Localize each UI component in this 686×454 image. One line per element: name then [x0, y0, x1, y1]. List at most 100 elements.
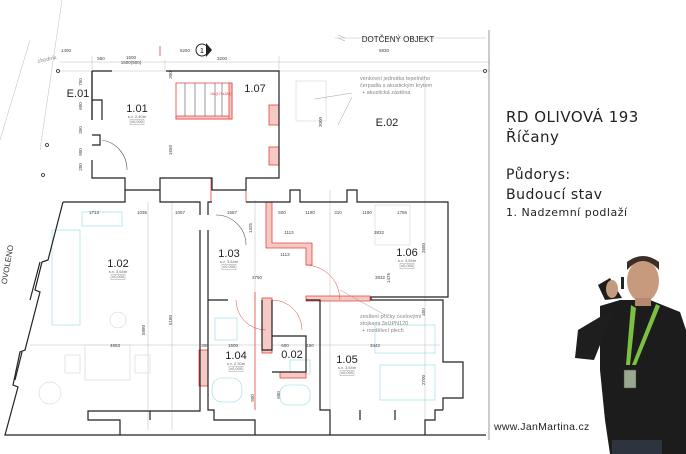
dimension-label: 2700	[421, 374, 426, 385]
drawing-type: Půdorys:	[506, 167, 571, 183]
room-level: ±0,000	[112, 274, 125, 279]
room-label-1.02: 1.02	[107, 258, 128, 270]
room-label-1.07: 1.07	[244, 83, 265, 95]
dimension-label: 1500	[228, 343, 239, 348]
new-construction	[159, 46, 371, 410]
dimension-label: 600	[78, 102, 83, 110]
drawing-state: Budoucí stav	[506, 187, 603, 203]
neighbour-label: DOTČENÝ OBJEKT	[362, 35, 435, 44]
dimension-label: 1325	[248, 222, 253, 233]
dimension-label: 200	[78, 163, 83, 171]
dimension-label: 3442	[370, 343, 381, 348]
dimension-label: 1475	[386, 272, 391, 283]
level-box	[221, 264, 237, 270]
dimension-label: 1587	[227, 210, 238, 215]
room-level: ±0,000	[131, 119, 144, 124]
website-link[interactable]: www.JanMartina.cz	[494, 421, 590, 433]
dimension-label: 1500(500)	[121, 60, 142, 65]
dimension-label: 550	[97, 56, 105, 61]
dimension-label: 1036	[137, 210, 148, 215]
room-labels: E.011.01s.v. 2,40m±0,0001.07E.021.02s.v.…	[67, 83, 418, 376]
room-level: ±0,000	[341, 370, 354, 375]
dimension-label: 300	[168, 71, 173, 79]
dimension-label: 300	[201, 343, 209, 348]
room-level: ±0,000	[401, 263, 414, 268]
dimension-label: 5250	[180, 48, 191, 53]
room-height: s.v. 3,54m	[109, 269, 128, 274]
note-line: stojkami 3xUPN120	[360, 321, 408, 327]
room-height: s.v. 3,54m	[398, 258, 417, 263]
door-swings	[235, 264, 341, 331]
note-line: + rozdělecí plech	[362, 328, 404, 334]
furniture	[51, 211, 436, 406]
room-label-E.02: E.02	[376, 117, 399, 129]
walls	[4, 70, 486, 436]
dimension-label: 750	[78, 78, 83, 86]
svg-text:1: 1	[200, 48, 204, 55]
room-height: s.v. 3,54m	[338, 365, 357, 370]
furniture-outline	[38, 80, 411, 405]
dimension-label: 1400	[61, 48, 72, 53]
room-label-1.01: 1.01	[126, 103, 147, 115]
dimension-label: 1650	[168, 144, 173, 155]
project-town: Říčany	[506, 128, 560, 146]
note-line: zesílení příčky ocelovými	[360, 314, 421, 320]
project-title: RD OLIVOVÁ 193	[506, 108, 639, 126]
note-line: + akustická zástěna	[362, 90, 411, 96]
dimension-label: 1113	[280, 252, 290, 257]
dimension-label: 5830	[379, 48, 390, 53]
note-line: čerpadla s akustickým krytem	[360, 83, 433, 89]
note-line: venkovní jednotka tepelného	[360, 76, 430, 82]
room-label-1.05: 1.05	[336, 354, 357, 366]
dimension-label: 3832	[374, 230, 385, 235]
dimension-label: 1057	[175, 210, 186, 215]
dimension-label: 1500	[126, 55, 137, 60]
dimension-label: 1190	[305, 210, 315, 215]
room-label-E.01: E.01	[67, 88, 90, 100]
dimension-label: 1190	[362, 210, 372, 215]
level-box	[110, 274, 126, 280]
room-height: s.v. 2,40m	[128, 114, 147, 119]
note-leaders	[314, 92, 386, 316]
dimension-label: 1713	[89, 210, 100, 215]
street-label: OVOLENO	[0, 244, 15, 285]
room-label-1.06: 1.06	[396, 247, 417, 259]
level-box	[228, 366, 244, 372]
dimension-label: 3832	[375, 275, 386, 280]
dimension-label: 1113	[284, 230, 294, 235]
stair-label: 16x(170x280)	[210, 92, 231, 96]
room-level: ±0,000	[223, 264, 236, 269]
level-box	[129, 119, 145, 125]
dimension-label: 600	[281, 343, 289, 348]
dimension-label: 5180	[168, 314, 173, 325]
sidewalk-label: chodník	[37, 55, 57, 65]
dimension-label: 350	[78, 126, 83, 134]
room-level: ±0,000	[230, 366, 243, 371]
dimension-label: 600	[276, 391, 281, 399]
dimension-label: 500	[278, 210, 286, 215]
level-box	[339, 370, 355, 376]
room-label-0.02: 0.02	[281, 349, 302, 361]
dimension-label: 4653	[110, 343, 121, 348]
dimension-label: 3000	[318, 116, 323, 127]
room-label-1.03: 1.03	[218, 248, 239, 260]
dimension-label: 2650	[421, 242, 426, 253]
section-marker: 1	[195, 43, 212, 57]
reference-lines	[0, 0, 490, 430]
dimension-label: 310	[334, 210, 342, 215]
arrow-icon	[337, 34, 346, 42]
dimension-label: 2790	[252, 275, 263, 280]
dimension-label: 5880	[141, 324, 146, 335]
person-photo	[575, 256, 686, 454]
room-label-1.04: 1.04	[225, 350, 246, 362]
stairs	[101, 83, 247, 246]
dimension-label: 150	[306, 343, 314, 348]
level-box	[399, 263, 415, 269]
dimension-label: 900	[78, 148, 83, 156]
dimension-label: 900	[250, 394, 255, 402]
dimension-label: 1756	[397, 210, 408, 215]
room-height: s.v. 2,30m	[227, 361, 246, 366]
